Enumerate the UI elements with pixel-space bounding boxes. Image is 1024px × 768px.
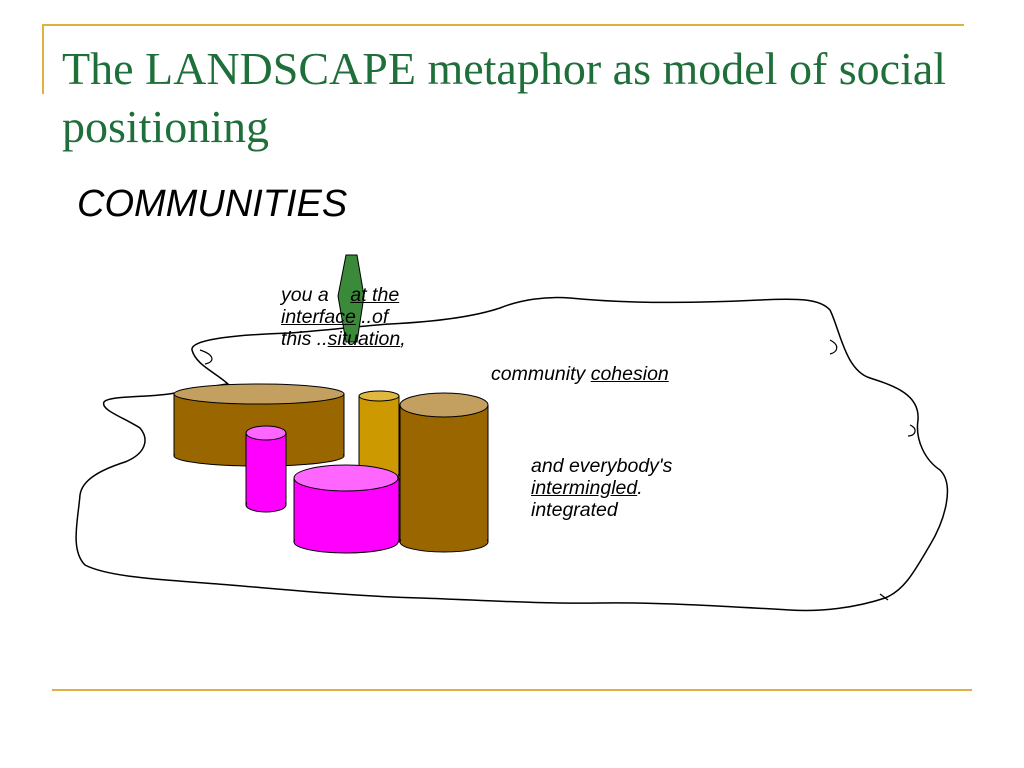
thin-gold-cylinder — [358, 390, 400, 482]
left-rule — [42, 24, 44, 94]
you-are-label: you a at the interface ..of this ..situa… — [281, 284, 406, 350]
cohesion-label: community cohesion — [491, 363, 669, 385]
outline-ripple — [907, 424, 916, 437]
outline-ripple — [829, 339, 838, 355]
top-rule — [42, 24, 964, 26]
everybody-label: and everybody's intermingled. integrated — [531, 455, 673, 521]
outline-ripple — [199, 349, 213, 365]
thin-magenta-cylinder — [245, 425, 287, 513]
wide-magenta-cylinder — [293, 464, 400, 554]
slide-title: The LANDSCAPE metaphor as model of socia… — [62, 43, 947, 152]
bottom-rule — [52, 689, 972, 691]
you-figure — [337, 254, 365, 343]
slide-subtitle: COMMUNITIES — [77, 183, 348, 225]
outline-ripple — [879, 593, 889, 601]
tall-brown-cylinder — [399, 392, 489, 553]
